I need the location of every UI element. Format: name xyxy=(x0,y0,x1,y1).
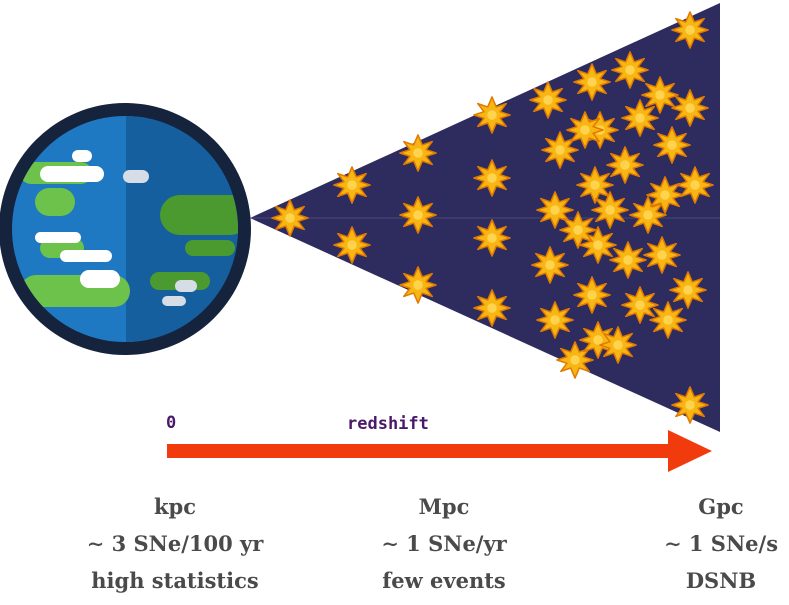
note-label: DSNB xyxy=(685,568,757,593)
note-label: few events xyxy=(382,568,506,593)
redshift-start-label: 0 xyxy=(166,413,176,433)
note-label: high statistics xyxy=(91,568,259,593)
redshift-arrow xyxy=(167,430,712,472)
mpc-column: Mpc ∼ 1 SNe/yr few events xyxy=(334,488,554,599)
rate-label: ∼ 1 SNe/s xyxy=(663,531,779,556)
gpc-column: Gpc ∼ 1 SNe/s DSNB xyxy=(611,488,789,599)
kpc-column: kpc ∼ 3 SNe/100 yr high statistics xyxy=(65,488,285,599)
distance-label: Gpc xyxy=(698,494,744,519)
redshift-axis-label: redshift xyxy=(347,414,429,434)
rate-label: ∼ 3 SNe/100 yr xyxy=(86,531,264,556)
earth-icon xyxy=(0,103,251,355)
rate-label: ∼ 1 SNe/yr xyxy=(381,531,507,556)
distance-label: Mpc xyxy=(418,494,470,519)
distance-label: kpc xyxy=(153,494,197,519)
